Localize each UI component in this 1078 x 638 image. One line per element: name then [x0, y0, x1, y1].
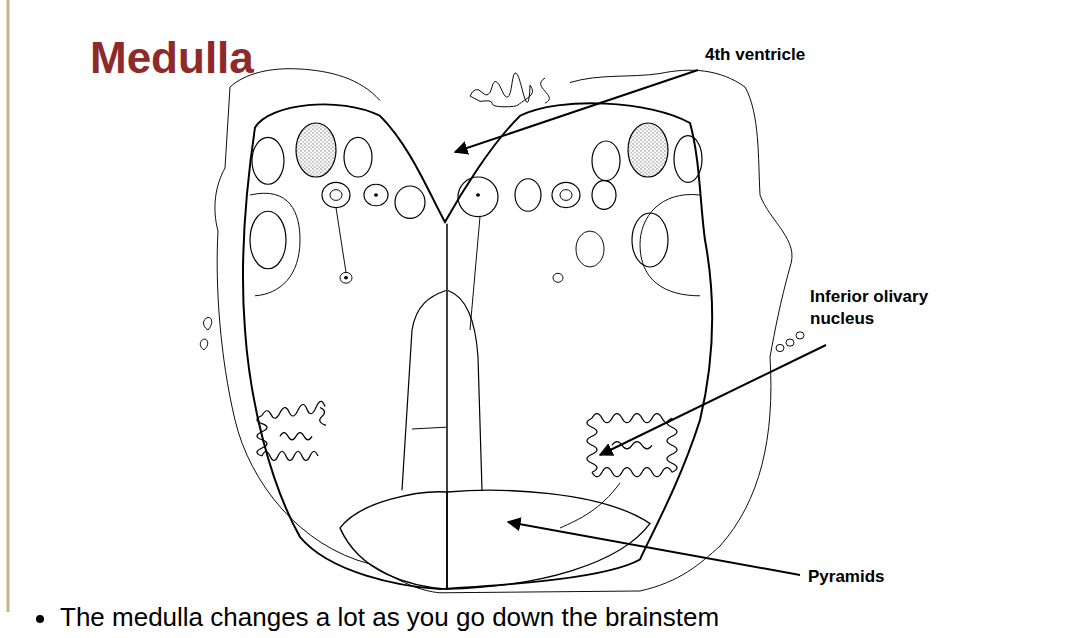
bullet-dot [36, 615, 44, 623]
leader-arrow [508, 522, 800, 575]
structure-label: Inferior olivary nucleus [810, 286, 980, 330]
bullet-text: The medulla changes a lot as you go down… [60, 603, 1070, 633]
slide-rule [7, 0, 10, 612]
medulla-section [200, 69, 804, 593]
slide-title: Medulla [90, 34, 254, 82]
leader-arrow [600, 345, 826, 455]
structure-label: Pyramids [808, 566, 1008, 588]
structure-label: 4th ventricle [705, 44, 905, 66]
leader-arrow [455, 70, 698, 152]
